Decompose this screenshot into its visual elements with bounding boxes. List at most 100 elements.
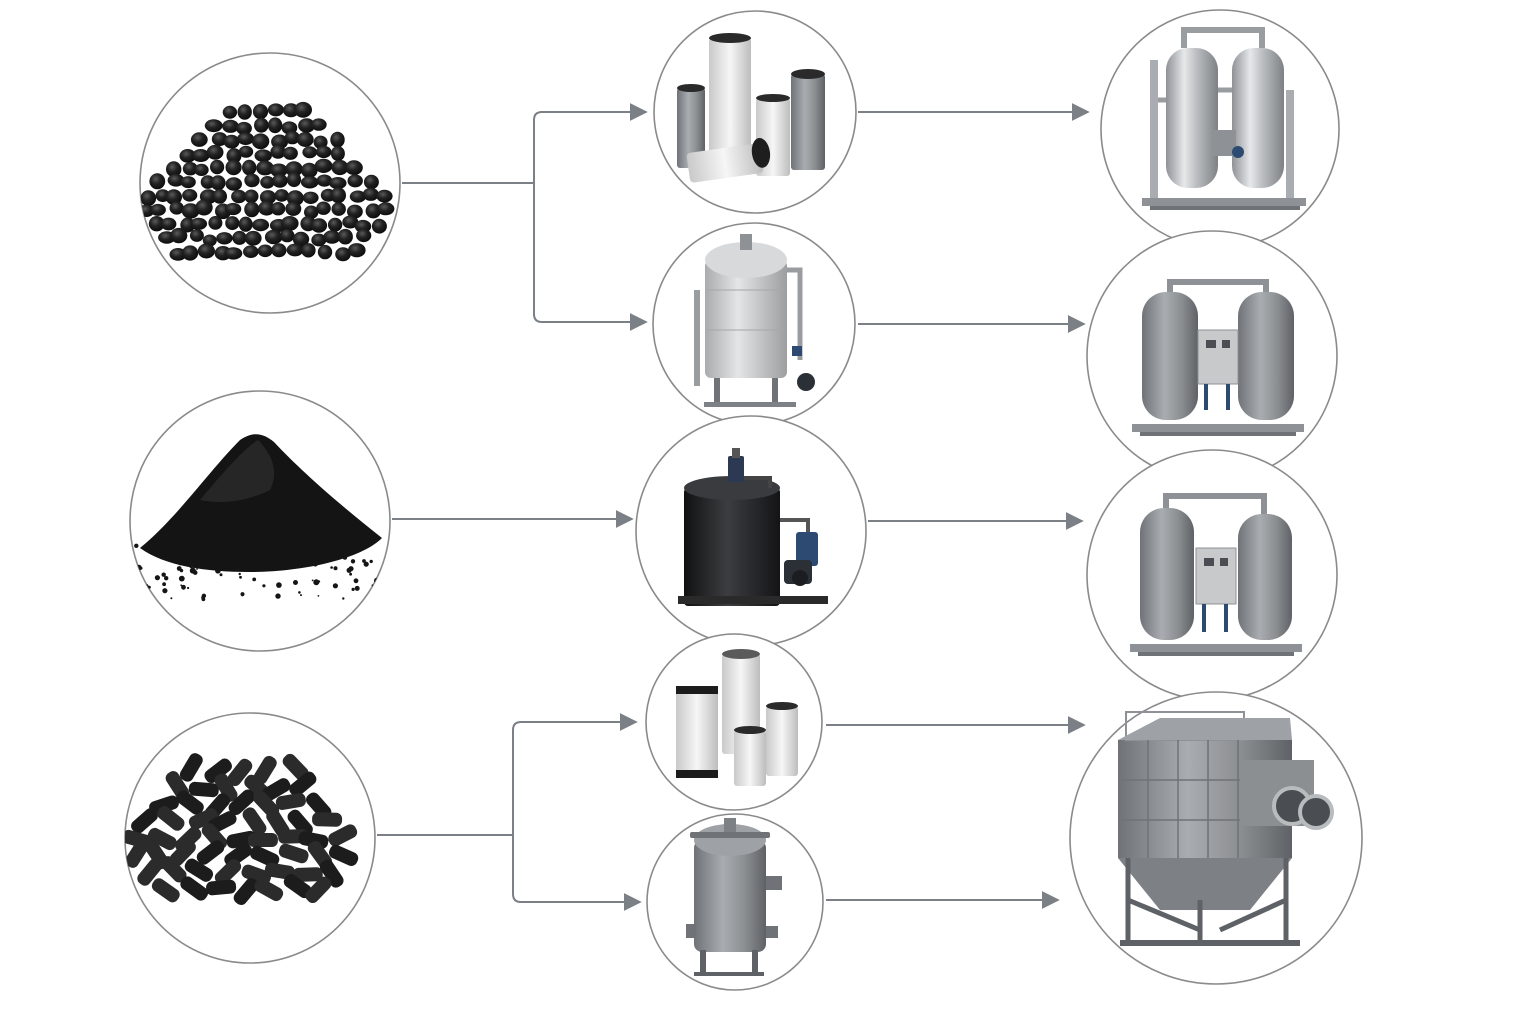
extrudate (250, 845, 280, 868)
powder-speck (162, 588, 168, 594)
powder-speck (244, 548, 249, 553)
powder-speck (189, 559, 192, 563)
granule (377, 202, 395, 216)
powder-speck (163, 538, 169, 544)
system-twin-tower-adsorption-unit-1 (1086, 230, 1338, 482)
dosing-tank-icon (678, 448, 828, 606)
powder-speck (283, 539, 288, 544)
granule (327, 217, 343, 232)
granule (310, 118, 327, 131)
pressure-vessel-icon (686, 818, 782, 976)
granule (254, 149, 272, 162)
granule (252, 218, 270, 232)
powder-speck (354, 585, 360, 591)
powder-speck (262, 584, 266, 588)
granule (242, 159, 257, 176)
granule (204, 119, 223, 133)
granule (243, 245, 259, 258)
granule (285, 161, 303, 177)
granule (314, 158, 333, 173)
powder-speck (167, 553, 172, 558)
granule (356, 228, 372, 243)
granule (316, 174, 333, 187)
granule (192, 149, 210, 162)
equipment-dosing-tank-with-pump (635, 415, 867, 647)
powder-speck (284, 545, 290, 551)
granule (363, 174, 379, 190)
granule (304, 205, 319, 219)
granule (216, 232, 233, 245)
extrudate (131, 808, 158, 834)
extrudate (328, 824, 358, 847)
granule (190, 132, 208, 147)
granule (253, 117, 269, 133)
system-twin-tower-adsorption-unit-2 (1086, 449, 1338, 701)
granule (244, 173, 260, 188)
granule (301, 162, 318, 179)
powder-speck (313, 579, 320, 586)
extrudate (169, 839, 196, 867)
granule (270, 202, 286, 216)
extrudate (160, 856, 187, 883)
connector-to-filter-cartridges-1 (533, 103, 648, 183)
granule (225, 159, 242, 176)
extrudate (242, 807, 267, 836)
granule (182, 162, 198, 176)
filter-cartridges-icon (677, 33, 825, 183)
granule (237, 104, 252, 120)
granule (347, 174, 363, 188)
granule (267, 103, 284, 117)
twin-tower-steel-icon (1142, 27, 1306, 210)
granule (231, 189, 247, 204)
powder-speck (161, 572, 166, 577)
granule (166, 161, 182, 178)
powder-speck (342, 597, 345, 600)
granule (282, 146, 298, 160)
granule (189, 229, 204, 242)
powder-speck (219, 573, 223, 577)
powder-speck (149, 543, 155, 549)
powder-speck (201, 597, 206, 602)
powder-speck (196, 568, 198, 570)
granule (302, 146, 318, 159)
extrudate (328, 844, 359, 866)
powder-speck (178, 562, 182, 566)
granule (270, 163, 288, 178)
granule (376, 189, 393, 203)
granule (182, 245, 199, 261)
powder-speck (312, 561, 318, 567)
granule (195, 199, 213, 216)
granule (371, 218, 387, 234)
powder-speck (333, 566, 338, 571)
granule (251, 133, 270, 150)
granule (271, 243, 287, 258)
filter-vessel-icon (694, 234, 815, 407)
powder-speck (269, 553, 272, 557)
extrudate (319, 859, 344, 888)
granule (335, 247, 351, 262)
extrudate (137, 858, 163, 886)
granule (296, 132, 314, 147)
powder-speck (266, 543, 272, 549)
extrudate (228, 789, 256, 816)
powder-speck (162, 582, 167, 587)
granule (317, 244, 333, 260)
powder-speck (134, 543, 139, 548)
powder-speck (234, 565, 241, 572)
granule (270, 144, 286, 159)
granule (222, 105, 238, 119)
powder-speck (188, 562, 195, 569)
powder-speck (362, 559, 366, 563)
granule (140, 190, 157, 207)
granule (286, 172, 302, 188)
connector-to-adsorber-vessel (512, 835, 642, 911)
extrudate (282, 753, 309, 781)
granule (237, 132, 255, 145)
powder-speck (353, 578, 359, 584)
equipment-carbon-filter-vessel (652, 222, 856, 426)
extrudate (287, 809, 313, 837)
granule (232, 230, 247, 245)
source-granular-activated-carbon (139, 52, 401, 314)
granule (310, 218, 328, 233)
